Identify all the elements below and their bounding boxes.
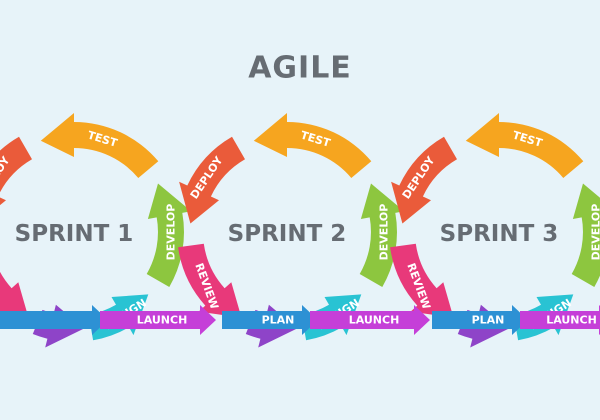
review-arrow [178, 243, 242, 318]
test-arrow [253, 113, 372, 178]
sprint-title: SPRINT 2 [228, 221, 347, 247]
launch-label: LAUNCH [137, 314, 188, 327]
plan-arrow [222, 305, 318, 335]
review-arrow [390, 243, 454, 318]
sprint-title: SPRINT 3 [440, 221, 559, 247]
develop-arrow [146, 183, 192, 287]
deploy-arrow [391, 136, 457, 224]
develop-label: DEVELOP [378, 204, 391, 261]
develop-label: DEVELOP [165, 204, 178, 261]
launch-label: LAUNCH [546, 314, 597, 327]
plan-arrow [432, 305, 528, 335]
launch-arrow [310, 305, 430, 335]
sprint-title: SPRINT 1 [15, 221, 134, 247]
plan-label: PLAN [262, 314, 295, 327]
deploy-arrow [179, 136, 245, 224]
review-arrow [0, 271, 29, 318]
plan-arrow [0, 305, 108, 335]
launch-label: LAUNCH [349, 314, 400, 327]
test-arrow [40, 113, 159, 178]
develop-label: DEVELOP [590, 204, 600, 261]
launch-arrow [520, 305, 600, 335]
plan-label: PLAN [472, 314, 505, 327]
develop-arrow [571, 183, 600, 287]
test-arrow [465, 113, 584, 178]
page-title: AGILE [248, 51, 352, 86]
deploy-arrow [0, 136, 32, 206]
launch-arrow [100, 305, 216, 335]
